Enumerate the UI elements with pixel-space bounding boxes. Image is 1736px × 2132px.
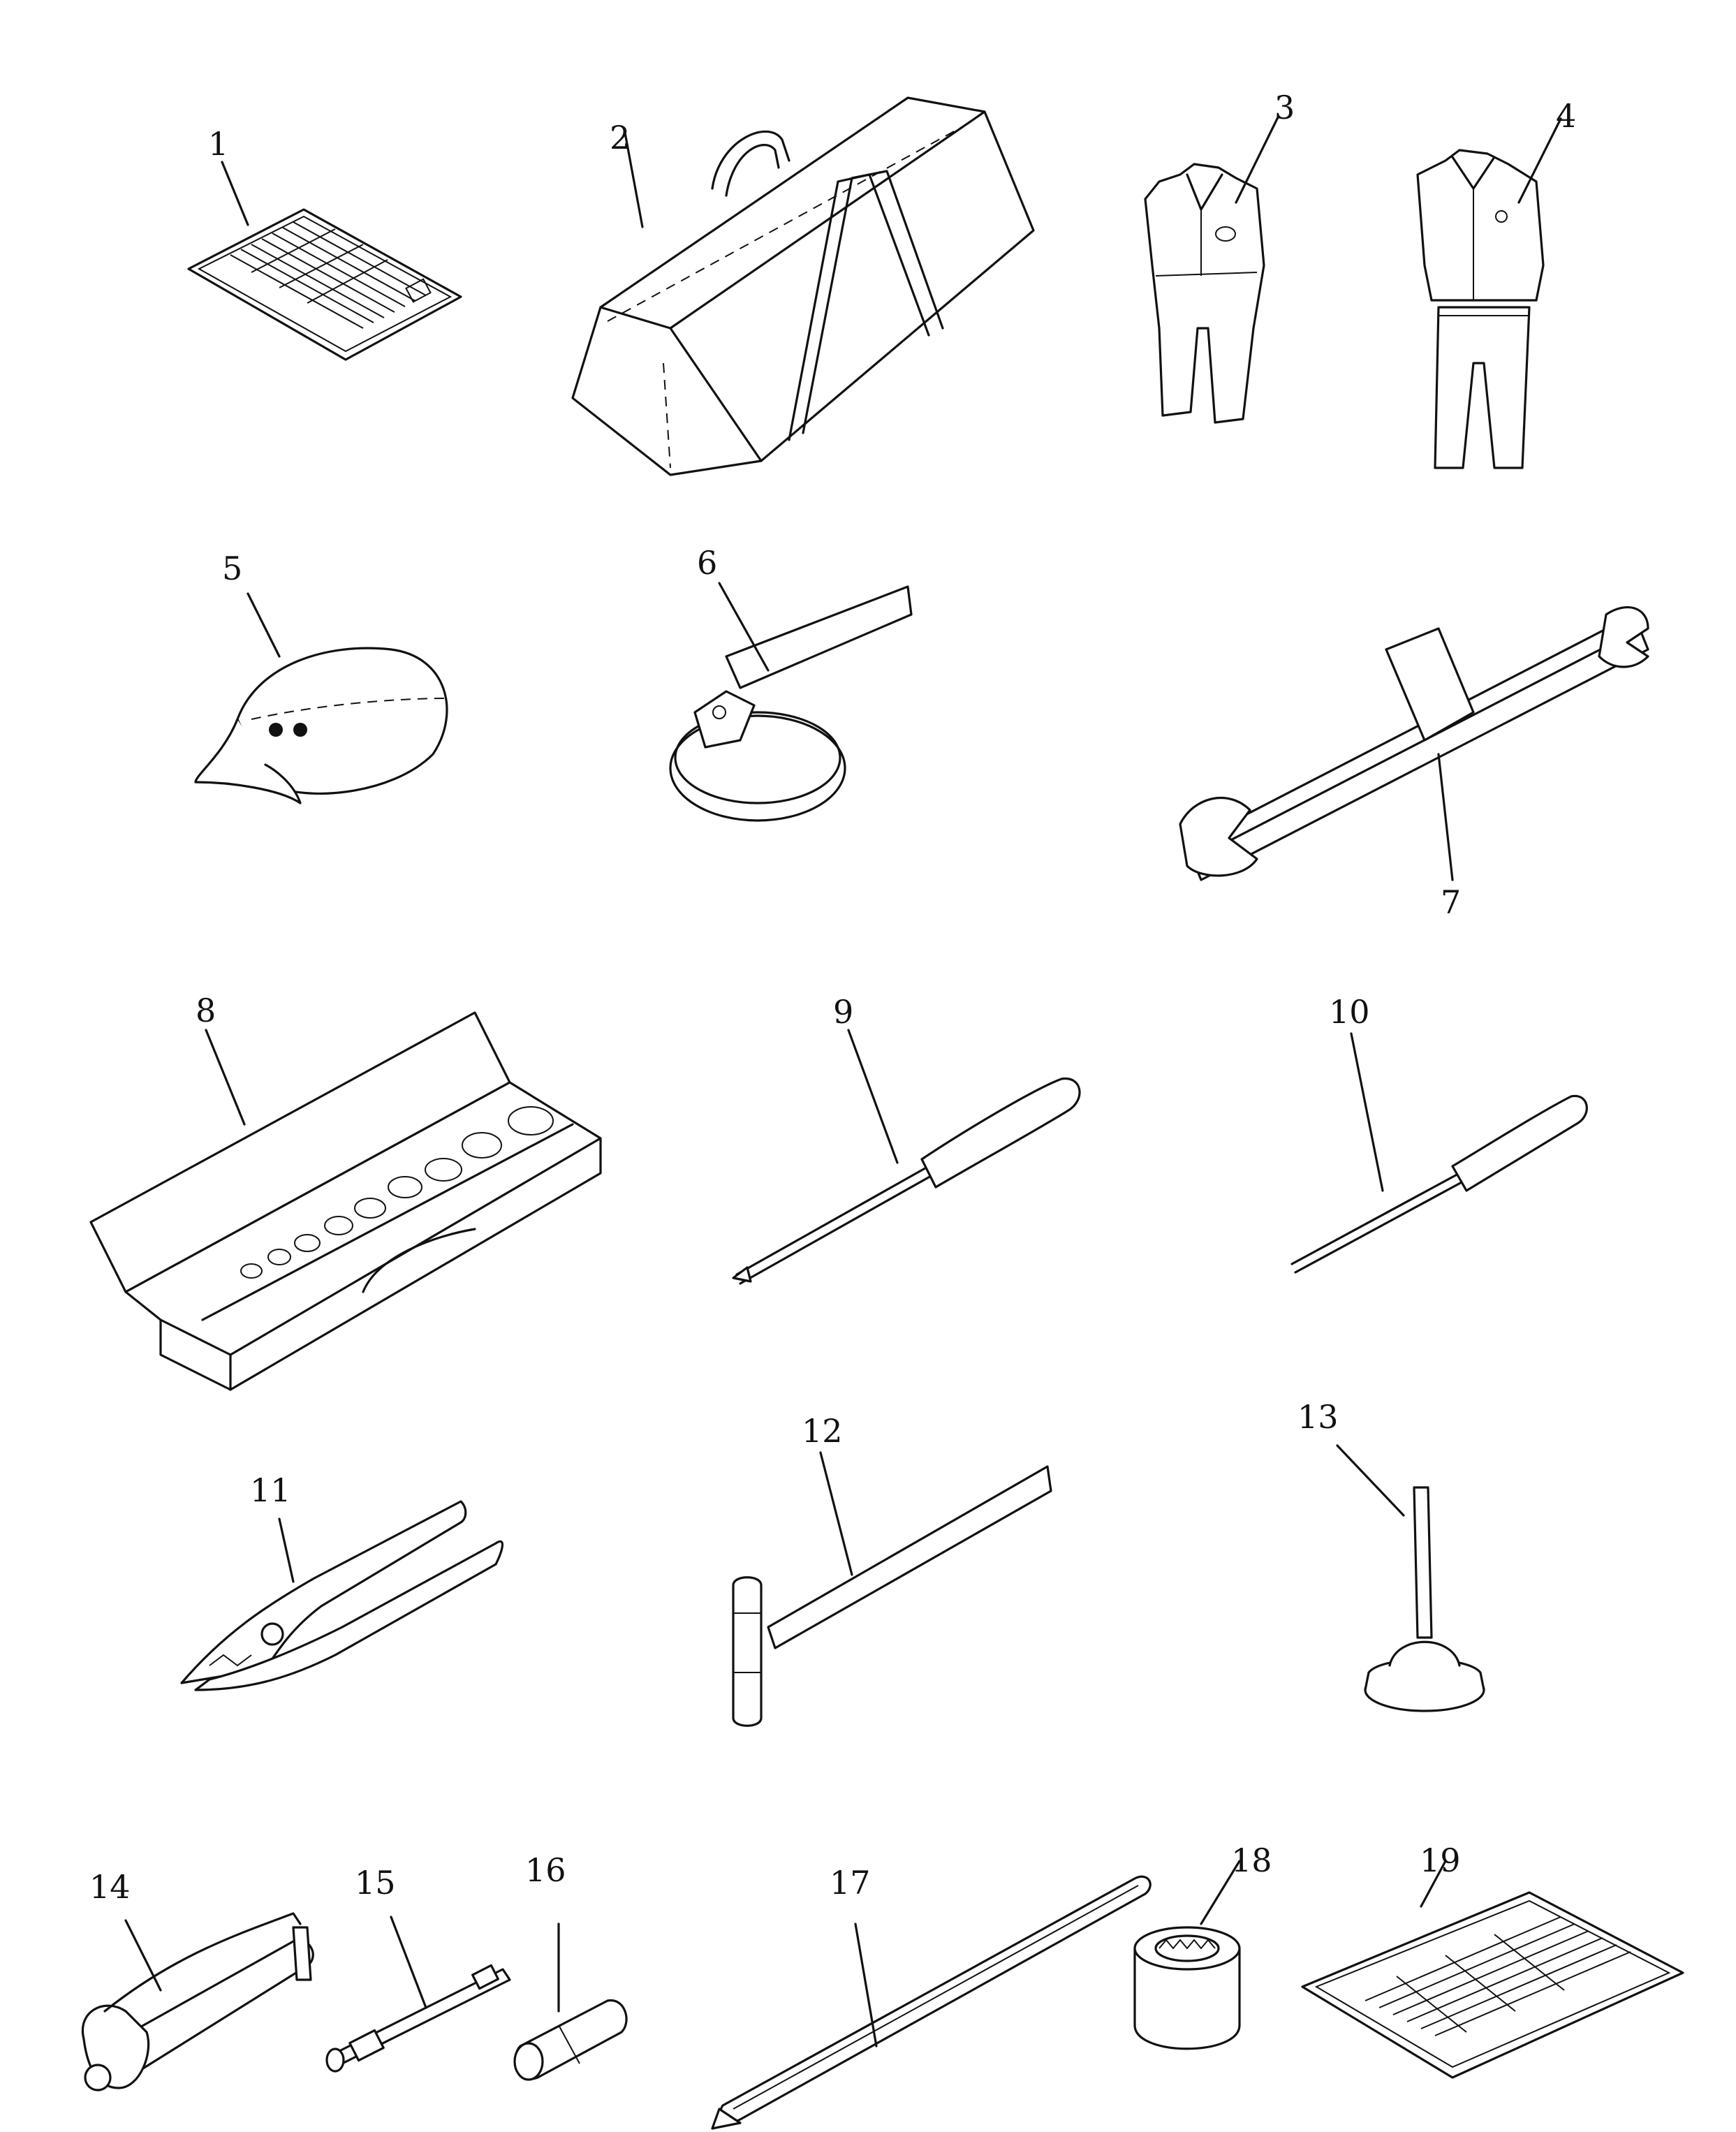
part-9-screwdriver-large <box>732 1029 1081 1285</box>
callout-19: 19 <box>1420 1841 1461 1879</box>
part-16-socket-small <box>513 1923 628 2081</box>
callout-11: 11 <box>250 1471 291 1509</box>
callout-2: 2 <box>610 119 630 156</box>
part-6-filter-wrench <box>669 582 913 822</box>
callout-15: 15 <box>355 1864 396 1902</box>
callout-18: 18 <box>1231 1841 1272 1879</box>
part-11-pliers <box>180 1500 503 1691</box>
part-13-oil-can <box>1336 1444 1485 1712</box>
callout-13: 13 <box>1297 1398 1339 1436</box>
part-2-tool-bag <box>571 96 1035 476</box>
callout-10: 10 <box>1329 993 1370 1031</box>
callout-4: 4 <box>1556 97 1576 135</box>
callout-7: 7 <box>1441 883 1461 921</box>
callout-9: 9 <box>833 993 853 1031</box>
part-12-hammer <box>732 1451 1052 1727</box>
callout-12: 12 <box>802 1412 843 1450</box>
part-19-parts-list-sheet <box>1301 1860 1684 2079</box>
part-15-grease-nozzle <box>325 1916 511 2073</box>
callout-16: 16 <box>525 1851 566 1889</box>
callout-17: 17 <box>830 1864 871 1902</box>
part-10-screwdriver-small <box>1290 1032 1588 1274</box>
callout-labels: 1 2 3 4 5 6 7 8 9 10 11 12 13 14 15 16 1… <box>89 89 1576 1906</box>
part-7-wrench-set <box>1179 606 1649 881</box>
part-4-work-uniform <box>1416 117 1562 469</box>
callout-14: 14 <box>89 1868 131 1906</box>
callout-6: 6 <box>697 544 717 582</box>
part-1-manual-sheet <box>187 161 462 361</box>
callout-8: 8 <box>196 992 216 1029</box>
part-5-cap <box>194 592 448 804</box>
part-18-socket-12-point <box>1133 1860 1241 2050</box>
callout-3: 3 <box>1274 89 1295 126</box>
part-3-coveralls <box>1144 116 1279 424</box>
part-8-socket-set-case <box>89 1011 602 1391</box>
part-14-grease-gun <box>81 1912 314 2091</box>
callout-1: 1 <box>208 125 228 163</box>
callout-5: 5 <box>222 550 242 587</box>
part-17-pry-bar <box>711 1875 1152 2130</box>
